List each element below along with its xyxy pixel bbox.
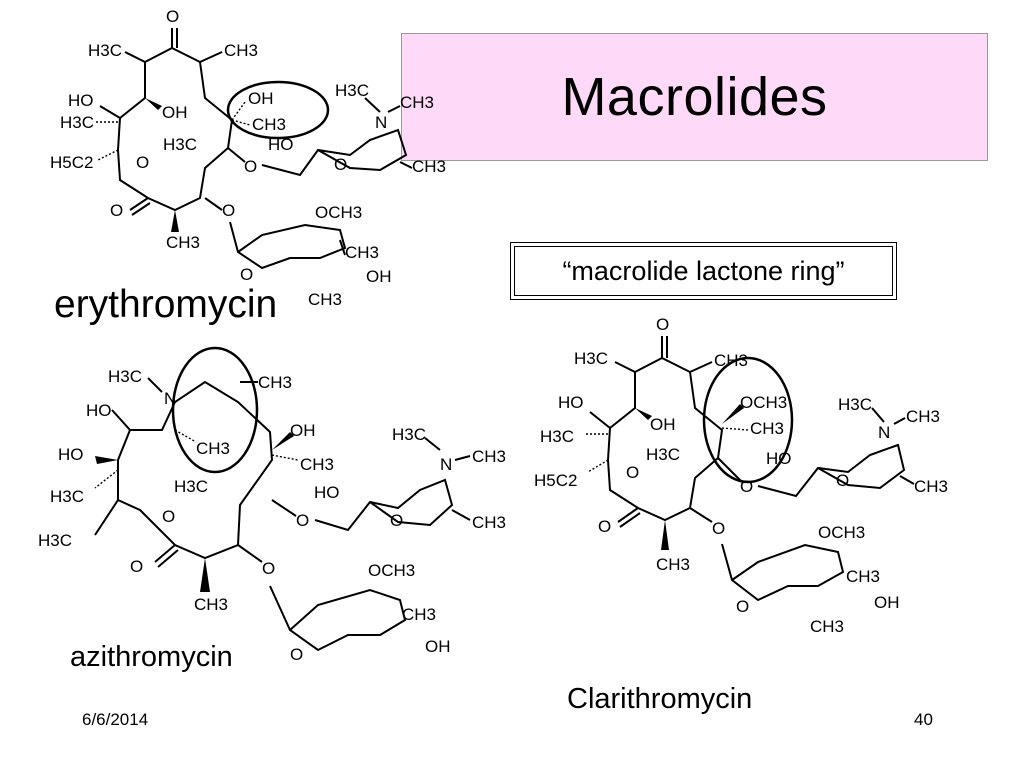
atom-ho: HO — [766, 449, 792, 468]
lactone-ring-bonds — [117, 380, 274, 560]
atom-oh: OH — [425, 637, 451, 656]
atom-h3c: H3C — [88, 41, 122, 60]
atom-ch3: CH3 — [656, 555, 690, 574]
atom-h3c: H3C — [50, 487, 84, 506]
atom-o: O — [712, 519, 725, 538]
highlight-ring — [171, 346, 259, 474]
atom-ho: HO — [86, 401, 112, 420]
atom-h5c2: H5C2 — [534, 471, 577, 490]
atom-och3: OCH3 — [740, 393, 787, 412]
atom-o: O — [836, 471, 849, 490]
atom-o: O — [598, 517, 611, 536]
atom-oh: OH — [162, 103, 188, 122]
atom-ch3: CH3 — [224, 41, 258, 60]
atom-ch3: CH3 — [252, 115, 286, 134]
atom-ch3: CH3 — [906, 407, 940, 426]
atom-ch3: CH3 — [300, 455, 334, 474]
atom-o: O — [136, 153, 149, 172]
atom-ho: HO — [314, 483, 340, 502]
atom-o: O — [162, 507, 175, 526]
title-box: Macrolides — [401, 33, 988, 161]
erythromycin-structure: O H3C CH3 OH HO H3C H5C2 O O CH3 H3C OH … — [50, 7, 446, 309]
atom-h3c: H3C — [38, 531, 72, 550]
atom-o: O — [736, 597, 749, 616]
atom-h5c2: H5C2 — [50, 153, 93, 172]
atom-ch3: CH3 — [400, 93, 434, 112]
atom-ho: HO — [68, 91, 94, 110]
atom-h3c: H3C — [335, 81, 369, 100]
atom-o: O — [296, 511, 309, 530]
atom-h3c: H3C — [646, 445, 680, 464]
atom-ho: HO — [558, 393, 584, 412]
atom-ch3: CH3 — [345, 243, 379, 262]
atom-oh: OH — [290, 421, 316, 440]
atom-n: N — [440, 455, 452, 474]
atom-h3c: H3C — [108, 367, 142, 386]
atom-ch3: CH3 — [472, 513, 506, 532]
atom-o: O — [626, 463, 639, 482]
atom-h3c: H3C — [174, 477, 208, 496]
atom-o: O — [130, 557, 143, 576]
atom-ch3: CH3 — [750, 419, 784, 438]
atom-h3c: H3C — [392, 425, 426, 444]
atom-h3c: H3C — [163, 135, 197, 154]
footer-date: 6/6/2014 — [82, 710, 149, 729]
atom-o: O — [740, 477, 753, 496]
atom-o: O — [244, 157, 257, 176]
highlight-ring — [702, 356, 794, 484]
atom-o: O — [262, 559, 275, 578]
atom-och3: OCH3 — [315, 203, 362, 222]
atom-h3c: H3C — [540, 427, 574, 446]
atom-o: O — [110, 201, 123, 220]
label-erythromycin: erythromycin — [54, 283, 278, 326]
label-clarithromycin: Clarithromycin — [567, 683, 753, 715]
atom-ho: HO — [268, 135, 294, 154]
atom-ch3: CH3 — [714, 351, 748, 370]
label-azithromycin: azithromycin — [70, 641, 233, 673]
azithromycin-structure: N H3C CH3 CH3 HO HO H3C H3C O O CH3 H3C … — [38, 346, 506, 664]
atom-ch3: CH3 — [402, 605, 436, 624]
atom-n: N — [375, 113, 387, 132]
atom-ch3: CH3 — [308, 290, 342, 309]
atom-oh: OH — [248, 89, 274, 108]
clarithromycin-structure: O H3C CH3 OH HO H3C H5C2 O O CH3 H3C OCH… — [534, 315, 948, 636]
atom-ch3: CH3 — [846, 567, 880, 586]
lactone-ring-bonds — [116, 46, 234, 212]
atom-ch3: CH3 — [472, 447, 506, 466]
slide-title: Macrolides — [561, 67, 828, 127]
callout-text: “macrolide lactone ring” — [514, 246, 893, 296]
atom-ch3: CH3 — [194, 595, 228, 614]
atom-o: O — [656, 315, 669, 334]
atom-oh: OH — [650, 415, 676, 434]
atom-ch3: CH3 — [166, 233, 200, 252]
atom-oh: OH — [874, 593, 900, 612]
atom-o: O — [390, 511, 403, 530]
atom-oh: OH — [366, 267, 392, 286]
atom-o: O — [222, 201, 235, 220]
atom-ch3: CH3 — [412, 157, 446, 176]
atom-ch3: CH3 — [810, 617, 844, 636]
atom-ch3: CH3 — [914, 477, 948, 496]
atom-o: O — [290, 645, 303, 664]
highlight-ring — [226, 80, 330, 140]
atom-o: O — [334, 155, 347, 174]
atom-n: N — [878, 423, 890, 442]
atom-ch3: CH3 — [196, 439, 230, 458]
atom-och3: OCH3 — [368, 561, 415, 580]
atom-o: O — [166, 7, 179, 26]
footer-page-number: 40 — [914, 710, 933, 729]
atom-ch3: CH3 — [258, 373, 292, 392]
atom-och3: OCH3 — [818, 523, 865, 542]
atom-h3c: H3C — [60, 113, 94, 132]
atom-o: O — [240, 265, 253, 284]
atom-ho: HO — [58, 445, 84, 464]
atom-h3c: H3C — [838, 395, 872, 414]
callout-box: “macrolide lactone ring” — [510, 242, 897, 300]
atom-h3c: H3C — [574, 349, 608, 368]
